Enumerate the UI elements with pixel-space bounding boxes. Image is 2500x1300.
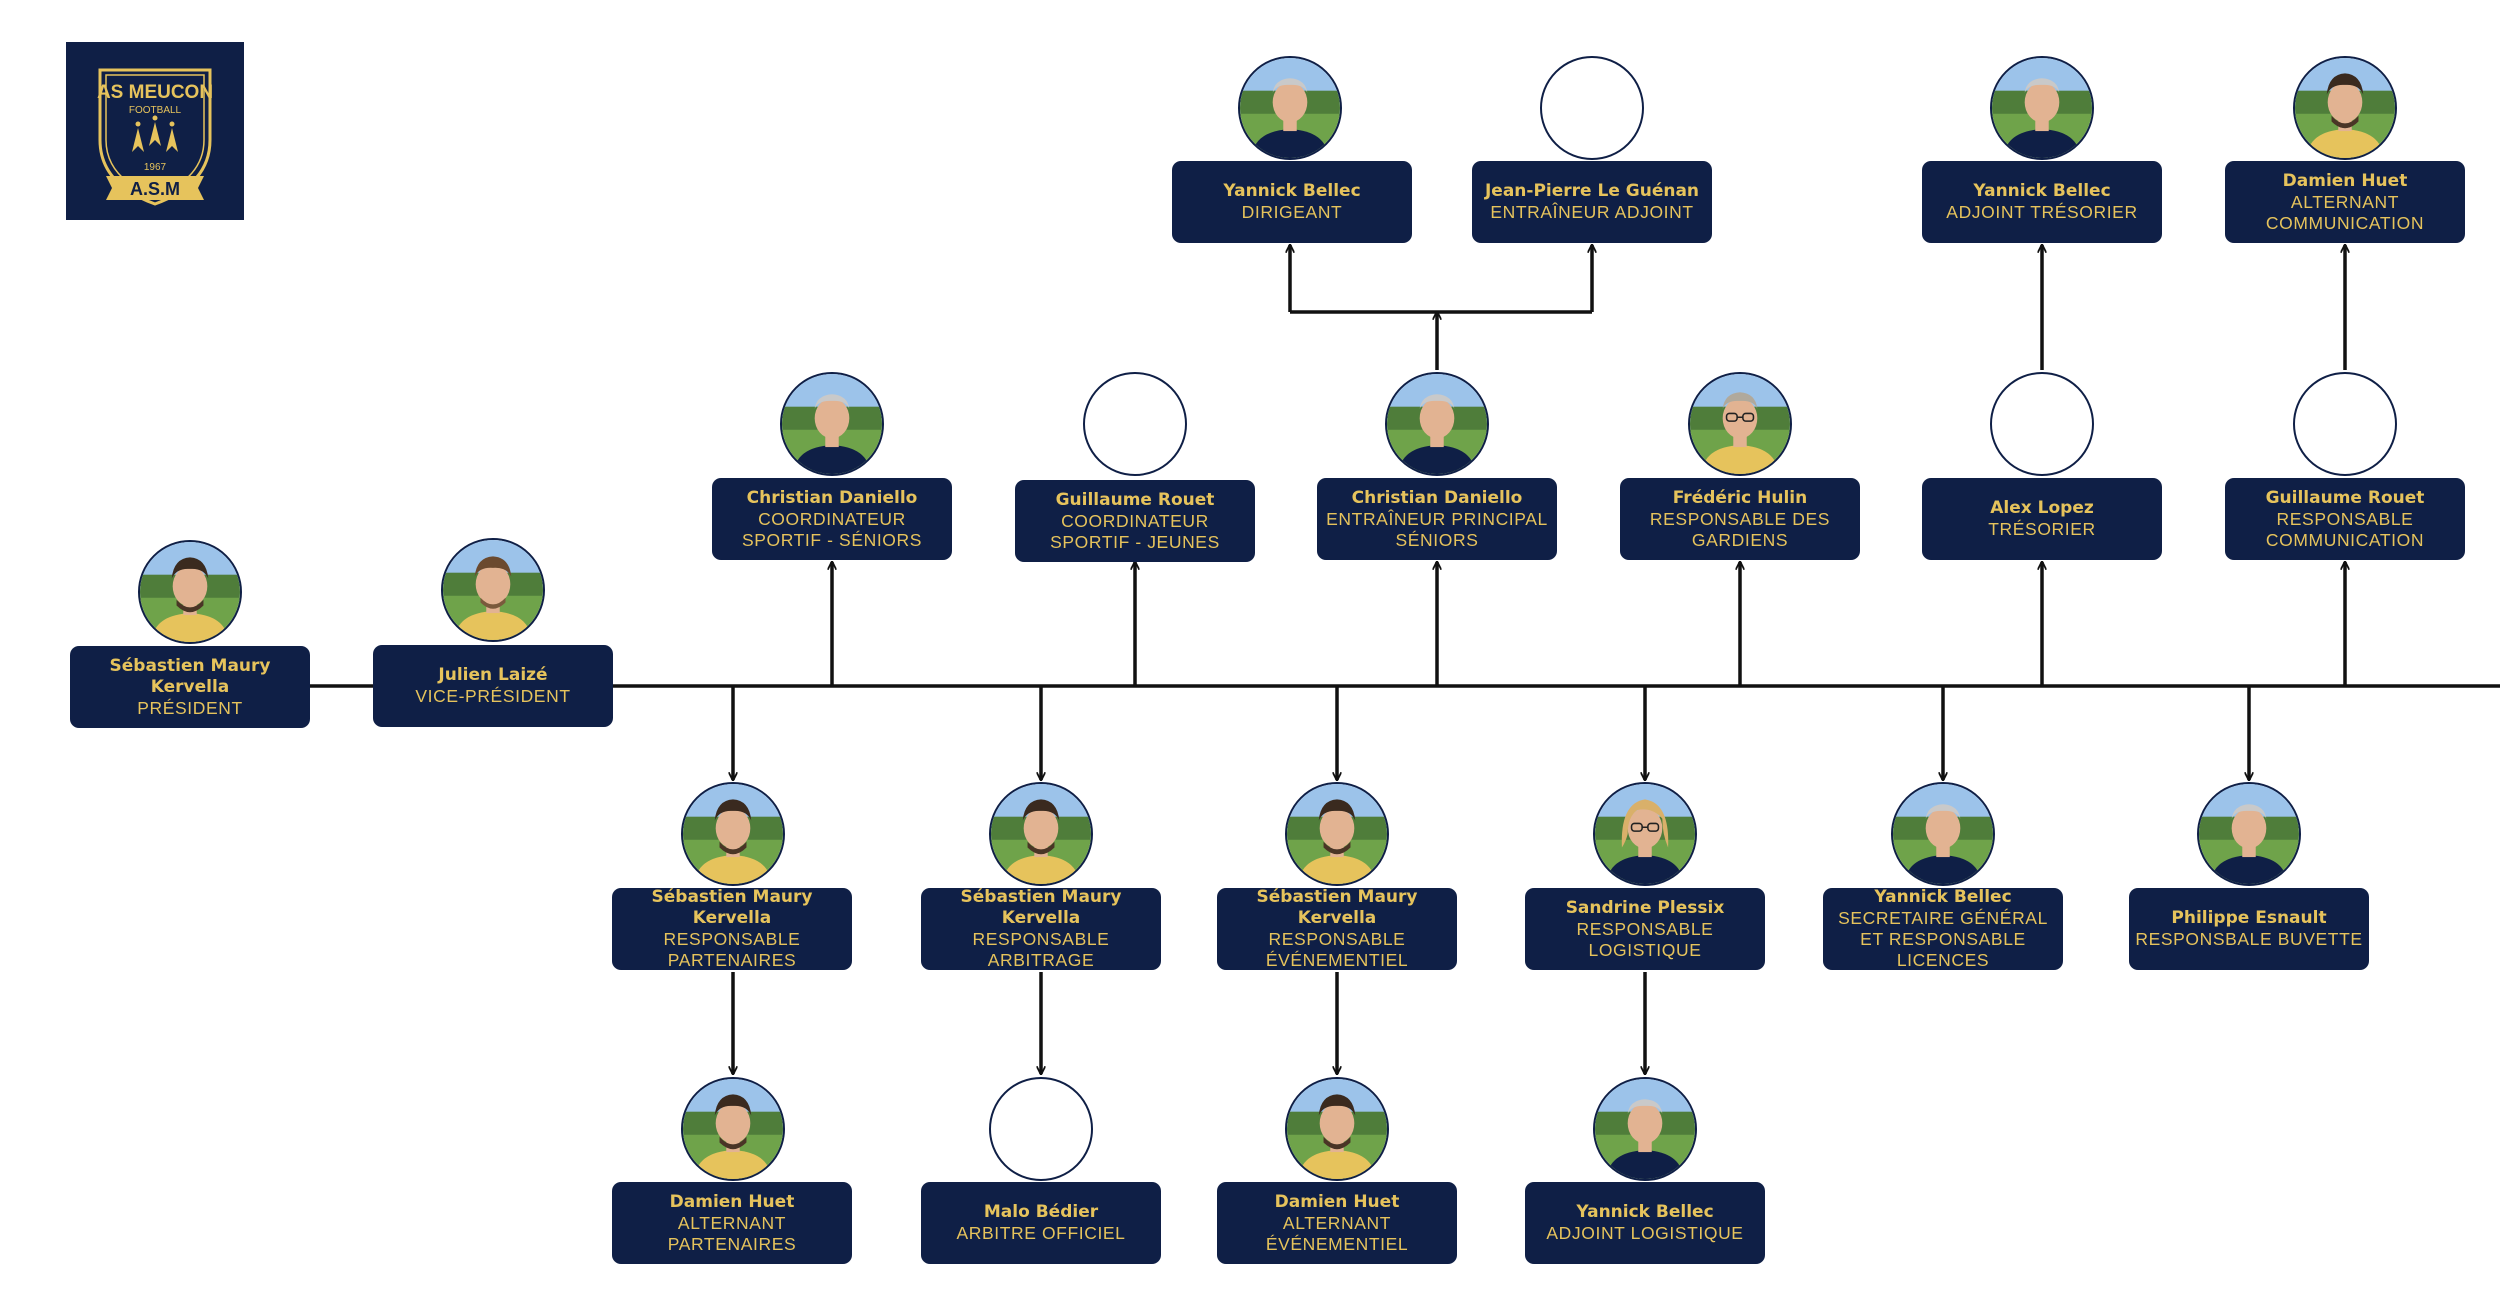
club-logo: AS MEUCON FOOTBALL 1967 A.S.M bbox=[66, 42, 244, 220]
member-role: RESPONSABLE DES GARDIENS bbox=[1649, 508, 1831, 550]
member-name: Yannick Bellec bbox=[1576, 1202, 1714, 1222]
member-name: Julien Laizé bbox=[438, 665, 548, 685]
member-role: DIRIGEANT bbox=[1241, 202, 1343, 222]
avatar-alternant-partenaires bbox=[681, 1077, 785, 1181]
member-role: TRÉSORIER bbox=[1988, 519, 2096, 539]
member-name: Sébastien Maury Kervella bbox=[651, 887, 813, 928]
avatar-adjoint-logistique bbox=[1593, 1077, 1697, 1181]
member-role: RESPONSABLE COMMUNICATION bbox=[2265, 508, 2425, 550]
avatar-coord-jeunes bbox=[1083, 372, 1187, 476]
card-adjoint-tresorier: Yannick Bellec ADJOINT TRÉSORIER bbox=[1922, 161, 2162, 243]
ermine-icon bbox=[132, 115, 178, 152]
member-name: Christian Daniello bbox=[746, 487, 918, 508]
card-communication: Guillaume Rouet RESPONSABLE COMMUNICATIO… bbox=[2225, 478, 2465, 560]
card-arbitre: Malo Bédier ARBITRE OFFICIEL bbox=[921, 1182, 1161, 1264]
avatar-arbitrage bbox=[989, 782, 1093, 886]
card-coord-jeunes: Guillaume Rouet COORDINATEUR SPORTIF - J… bbox=[1015, 480, 1255, 562]
member-role: PRÉSIDENT bbox=[137, 697, 243, 718]
member-name: Alex Lopez bbox=[1990, 498, 2094, 518]
card-alternant-evenementiel: Damien Huet ALTERNANT ÉVÉNEMENTIEL bbox=[1217, 1182, 1457, 1264]
card-adjoint-logistique: Yannick Bellec ADJOINT LOGISTIQUE bbox=[1525, 1182, 1765, 1264]
member-name: Damien Huet bbox=[1274, 1191, 1400, 1212]
avatar-entraineur-adjoint bbox=[1540, 56, 1644, 160]
member-role: COORDINATEUR SPORTIF - JEUNES bbox=[1050, 510, 1220, 552]
avatar-gardiens bbox=[1688, 372, 1792, 476]
member-name: Sébastien Maury Kervella bbox=[1256, 887, 1418, 928]
member-name: Yannick Bellec bbox=[1223, 181, 1361, 201]
member-name: Damien Huet bbox=[2282, 170, 2408, 191]
card-logistique: Sandrine Plessix RESPONSABLE LOGISTIQUE bbox=[1525, 888, 1765, 970]
member-name: Christian Daniello bbox=[1351, 487, 1523, 508]
logo-banner: A.S.M bbox=[130, 179, 180, 199]
member-role: RESPONSABLE LOGISTIQUE bbox=[1576, 918, 1714, 960]
card-tresorier: Alex Lopez TRÉSORIER bbox=[1922, 478, 2162, 560]
member-name: Damien Huet bbox=[669, 1191, 795, 1212]
avatar-vice-president bbox=[441, 538, 545, 642]
logo-title: AS MEUCON bbox=[97, 82, 213, 103]
member-role: ALTERNANT PARTENAIRES bbox=[667, 1212, 797, 1254]
member-name: Philippe Esnault bbox=[2171, 908, 2327, 928]
member-role: ALTERNANT COMMUNICATION bbox=[2265, 191, 2425, 233]
member-name: Yannick Bellec bbox=[1973, 181, 2111, 201]
card-secretaire: Yannick Bellec SECRETAIRE GÉNÉRAL ET RES… bbox=[1823, 887, 2063, 970]
member-role: SECRETAIRE GÉNÉRAL ET RESPONSABLE LICENC… bbox=[1838, 908, 2048, 970]
avatar-arbitre bbox=[989, 1077, 1093, 1181]
card-arbitrage: Sébastien Maury Kervella RESPONSABLE ARB… bbox=[921, 887, 1161, 970]
member-role: VICE-PRÉSIDENT bbox=[415, 686, 571, 706]
card-vice-president: Julien Laizé VICE-PRÉSIDENT bbox=[373, 645, 613, 727]
member-role: ENTRAÎNEUR PRINCIPAL SÉNIORS bbox=[1326, 508, 1548, 550]
avatar-coord-seniors bbox=[780, 372, 884, 476]
avatar-communication bbox=[2293, 372, 2397, 476]
member-role: RESPONSABLE ÉVÉNEMENTIEL bbox=[1265, 929, 1409, 970]
card-coach-seniors: Christian Daniello ENTRAÎNEUR PRINCIPAL … bbox=[1317, 478, 1557, 560]
avatar-evenementiel bbox=[1285, 782, 1389, 886]
member-name: Yannick Bellec bbox=[1874, 887, 2012, 907]
member-role: ARBITRE OFFICIEL bbox=[956, 1223, 1126, 1243]
card-dirigeant: Yannick Bellec DIRIGEANT bbox=[1172, 161, 1412, 243]
avatar-coach-seniors bbox=[1385, 372, 1489, 476]
avatar-tresorier bbox=[1990, 372, 2094, 476]
avatar-buvette bbox=[2197, 782, 2301, 886]
card-alternant-partenaires: Damien Huet ALTERNANT PARTENAIRES bbox=[612, 1182, 852, 1264]
avatar-alternant-com bbox=[2293, 56, 2397, 160]
member-name: Guillaume Rouet bbox=[2265, 487, 2425, 508]
card-gardiens: Frédéric Hulin RESPONSABLE DES GARDIENS bbox=[1620, 478, 1860, 560]
card-entraineur-adjoint: Jean-Pierre Le Guénan ENTRAÎNEUR ADJOINT bbox=[1472, 161, 1712, 243]
member-name: Sébastien Maury Kervella bbox=[109, 655, 271, 697]
member-role: RESPONSABLE PARTENAIRES bbox=[663, 929, 801, 970]
card-president: Sébastien Maury Kervella PRÉSIDENT bbox=[70, 646, 310, 728]
member-role: RESPONSABLE ARBITRAGE bbox=[972, 929, 1110, 970]
avatar-alternant-evenementiel bbox=[1285, 1077, 1389, 1181]
avatar-partenaires bbox=[681, 782, 785, 886]
avatar-adjoint-tresorier bbox=[1990, 56, 2094, 160]
member-role: RESPONSBALE BUVETTE bbox=[2135, 929, 2363, 949]
card-alternant-com: Damien Huet ALTERNANT COMMUNICATION bbox=[2225, 161, 2465, 243]
member-role: ALTERNANT ÉVÉNEMENTIEL bbox=[1265, 1212, 1409, 1254]
card-buvette: Philippe Esnault RESPONSBALE BUVETTE bbox=[2129, 888, 2369, 970]
member-name: Sandrine Plessix bbox=[1565, 897, 1725, 918]
avatar-logistique bbox=[1593, 782, 1697, 886]
card-evenementiel: Sébastien Maury Kervella RESPONSABLE ÉVÉ… bbox=[1217, 887, 1457, 970]
logo-subtitle: FOOTBALL bbox=[129, 105, 182, 116]
avatar-dirigeant bbox=[1238, 56, 1342, 160]
member-name: Frédéric Hulin bbox=[1672, 487, 1808, 508]
member-role: COORDINATEUR SPORTIF - SÉNIORS bbox=[741, 508, 923, 550]
member-name: Malo Bédier bbox=[983, 1202, 1099, 1222]
card-partenaires: Sébastien Maury Kervella RESPONSABLE PAR… bbox=[612, 887, 852, 970]
member-name: Guillaume Rouet bbox=[1055, 489, 1215, 510]
member-name: Sébastien Maury Kervella bbox=[960, 887, 1122, 928]
avatar-president bbox=[138, 540, 242, 644]
member-role: ADJOINT TRÉSORIER bbox=[1946, 202, 2138, 222]
logo-year: 1967 bbox=[144, 162, 167, 173]
member-name: Jean-Pierre Le Guénan bbox=[1484, 181, 1700, 201]
member-role: ENTRAÎNEUR ADJOINT bbox=[1490, 202, 1694, 222]
card-coord-seniors: Christian Daniello COORDINATEUR SPORTIF … bbox=[712, 478, 952, 560]
member-role: ADJOINT LOGISTIQUE bbox=[1546, 1223, 1744, 1243]
avatar-secretaire bbox=[1891, 782, 1995, 886]
